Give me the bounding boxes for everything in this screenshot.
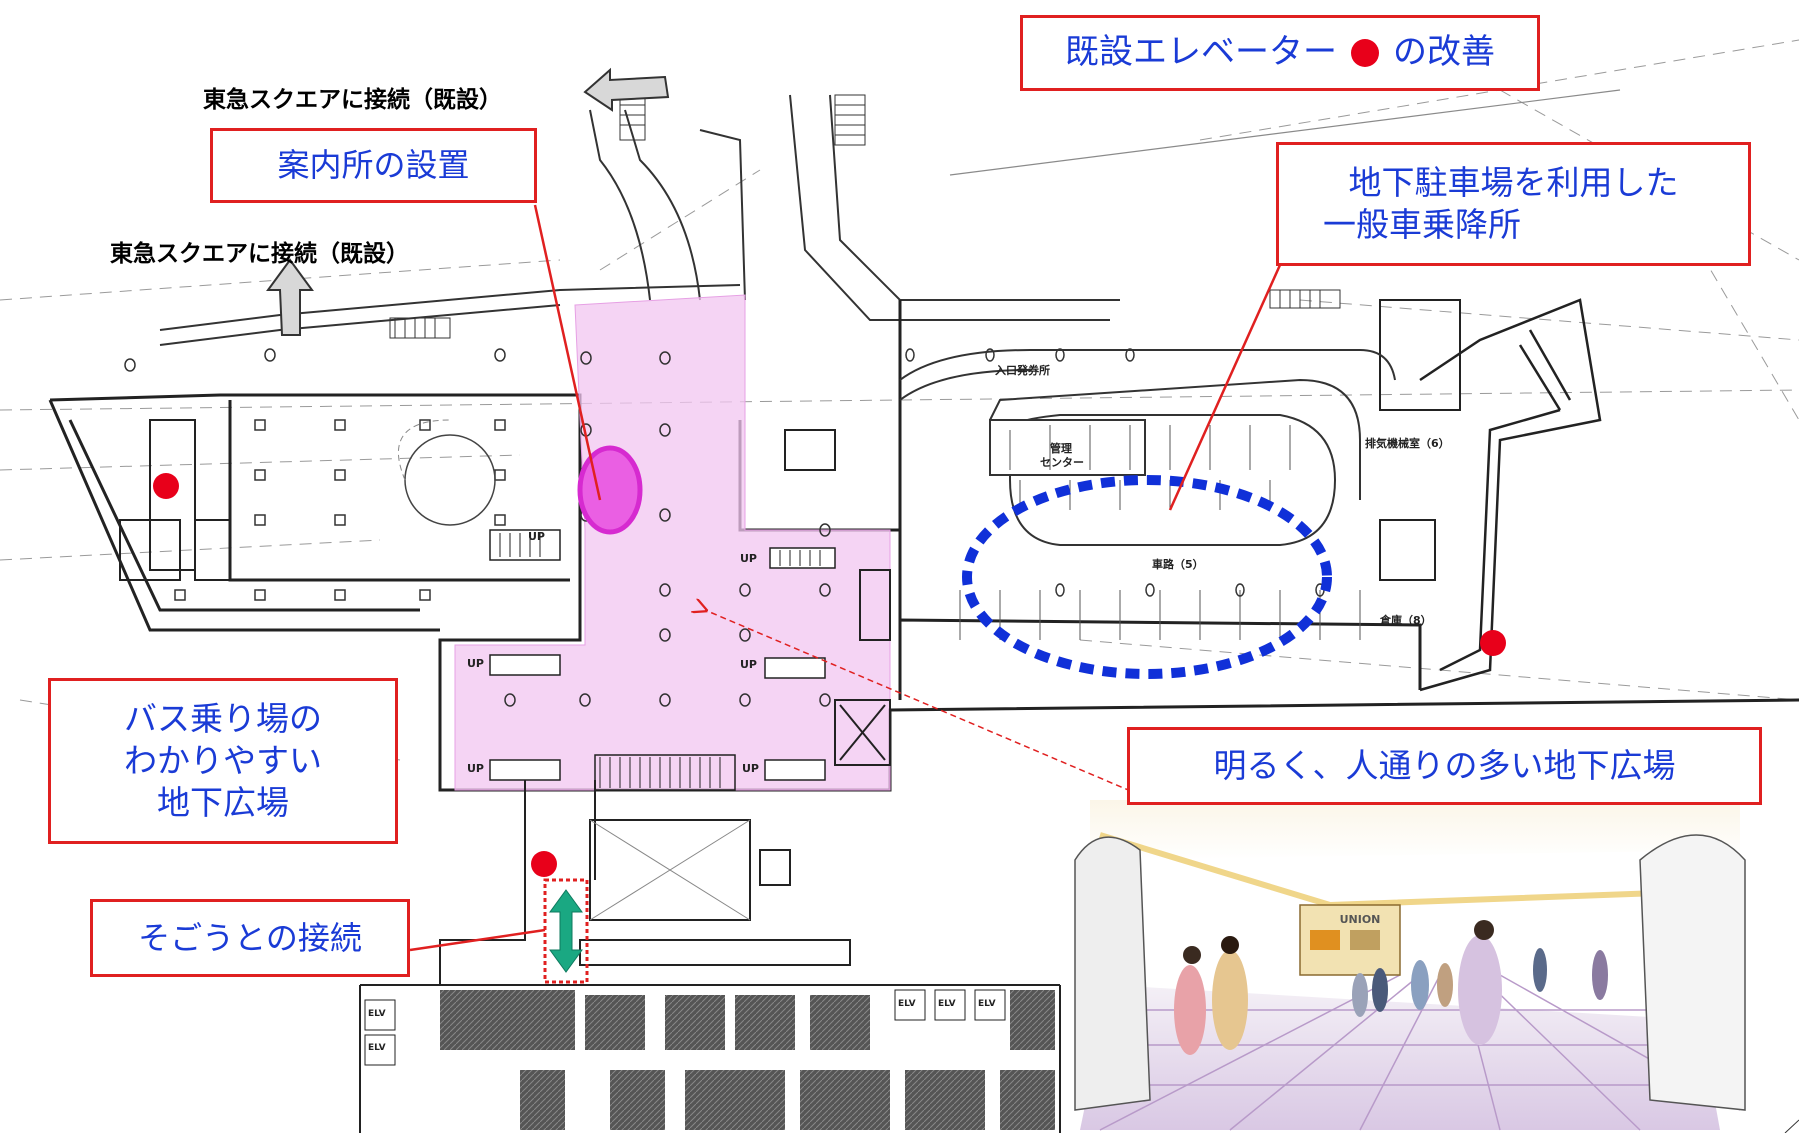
tokyu-square-note-left: 東急スクエアに接続（既設） [110,241,409,267]
bus-plaza-line1: バス乗り場の [124,698,322,738]
sogo-connection-arrow [549,889,583,973]
escalator-steps [499,533,821,788]
upper-corridors [159,94,1120,346]
sogo-passage [439,780,851,985]
plaza-columns [504,351,831,707]
up-label-3: UP [467,657,484,670]
elv-label-3: ELV [898,999,916,1009]
leader-lines [409,204,1282,952]
exhaust-room-label: 排気機械室（6） [1365,437,1450,450]
bus-plaza-line2: わかりやすい [124,740,322,780]
up-label-5: UP [467,762,484,775]
people-figures [1174,920,1608,1055]
sogo-connection-text: そごうとの接続 [138,918,362,957]
tokyu-square-note-top: 東急スクエアに接続（既設） [203,87,502,113]
bright-plaza-text: 明るく、人通りの多い地下広場 [1213,745,1676,785]
bus-plaza-callout: バス乗り場の わかりやすい 地下広場 [48,678,398,844]
elevator-improvement-suffix: の改善 [1393,32,1495,73]
parking-dropoff-callout: 地下駐車場を利用した 一般車乗降所 [1276,142,1751,266]
elv-label-4: ELV [938,999,956,1009]
column-grid [124,348,506,601]
elv-label-5: ELV [978,999,996,1009]
bright-plaza-callout: 明るく、人通りの多い地下広場 [1127,727,1762,805]
parking-dropoff-line1: 地下駐車場を利用した [1348,162,1679,202]
right-wing [1419,298,1602,692]
info-center-callout: 案内所の設置 [210,128,537,203]
tokyu-arrows [266,67,670,336]
mgmt-center-label-2: センター [1040,456,1084,469]
round-feature [404,434,496,526]
elevator-dot-legend-icon [1351,39,1379,67]
info-center-text: 案内所の設置 [277,146,470,185]
roadway-label: 車路（5） [1152,558,1204,571]
elv-label-1: ELV [368,1009,386,1019]
sogo-connection-box [543,878,589,984]
up-label-1: UP [528,530,545,543]
stair-marks [389,94,1341,339]
storage-label: 倉庫（8） [1380,614,1432,627]
existing-elevator-dots [153,473,1506,877]
mgmt-center-label-1: 管理 [1050,442,1072,455]
elevator-improvement-prefix: 既設エレベーター [1065,32,1337,73]
up-label-4: UP [740,658,757,671]
escalators [489,529,836,791]
elevator-improvement-callout: 既設エレベーター の改善 [1020,15,1540,91]
plaza-illustration: UNION [1072,792,1750,1132]
bus-plaza-line3: 地下広場 [157,783,289,823]
shop-sign-text: UNION [1340,913,1381,926]
plaza-pointer-line [705,610,1141,796]
parking-dropoff-line2: 一般車乗降所 [1323,205,1521,244]
up-label-2: UP [740,552,757,565]
entrance-ticket-label: 入口発券所 [995,364,1050,377]
parking-lot [899,349,1396,546]
sogo-building [359,984,1061,1133]
info-center-marker [577,445,643,535]
up-label-6: UP [742,762,759,775]
sogo-connection-callout: そごうとの接続 [90,899,410,977]
elv-label-2: ELV [368,1043,386,1053]
parking-dropoff-ellipse [962,475,1332,679]
parking-stalls [959,425,1361,640]
